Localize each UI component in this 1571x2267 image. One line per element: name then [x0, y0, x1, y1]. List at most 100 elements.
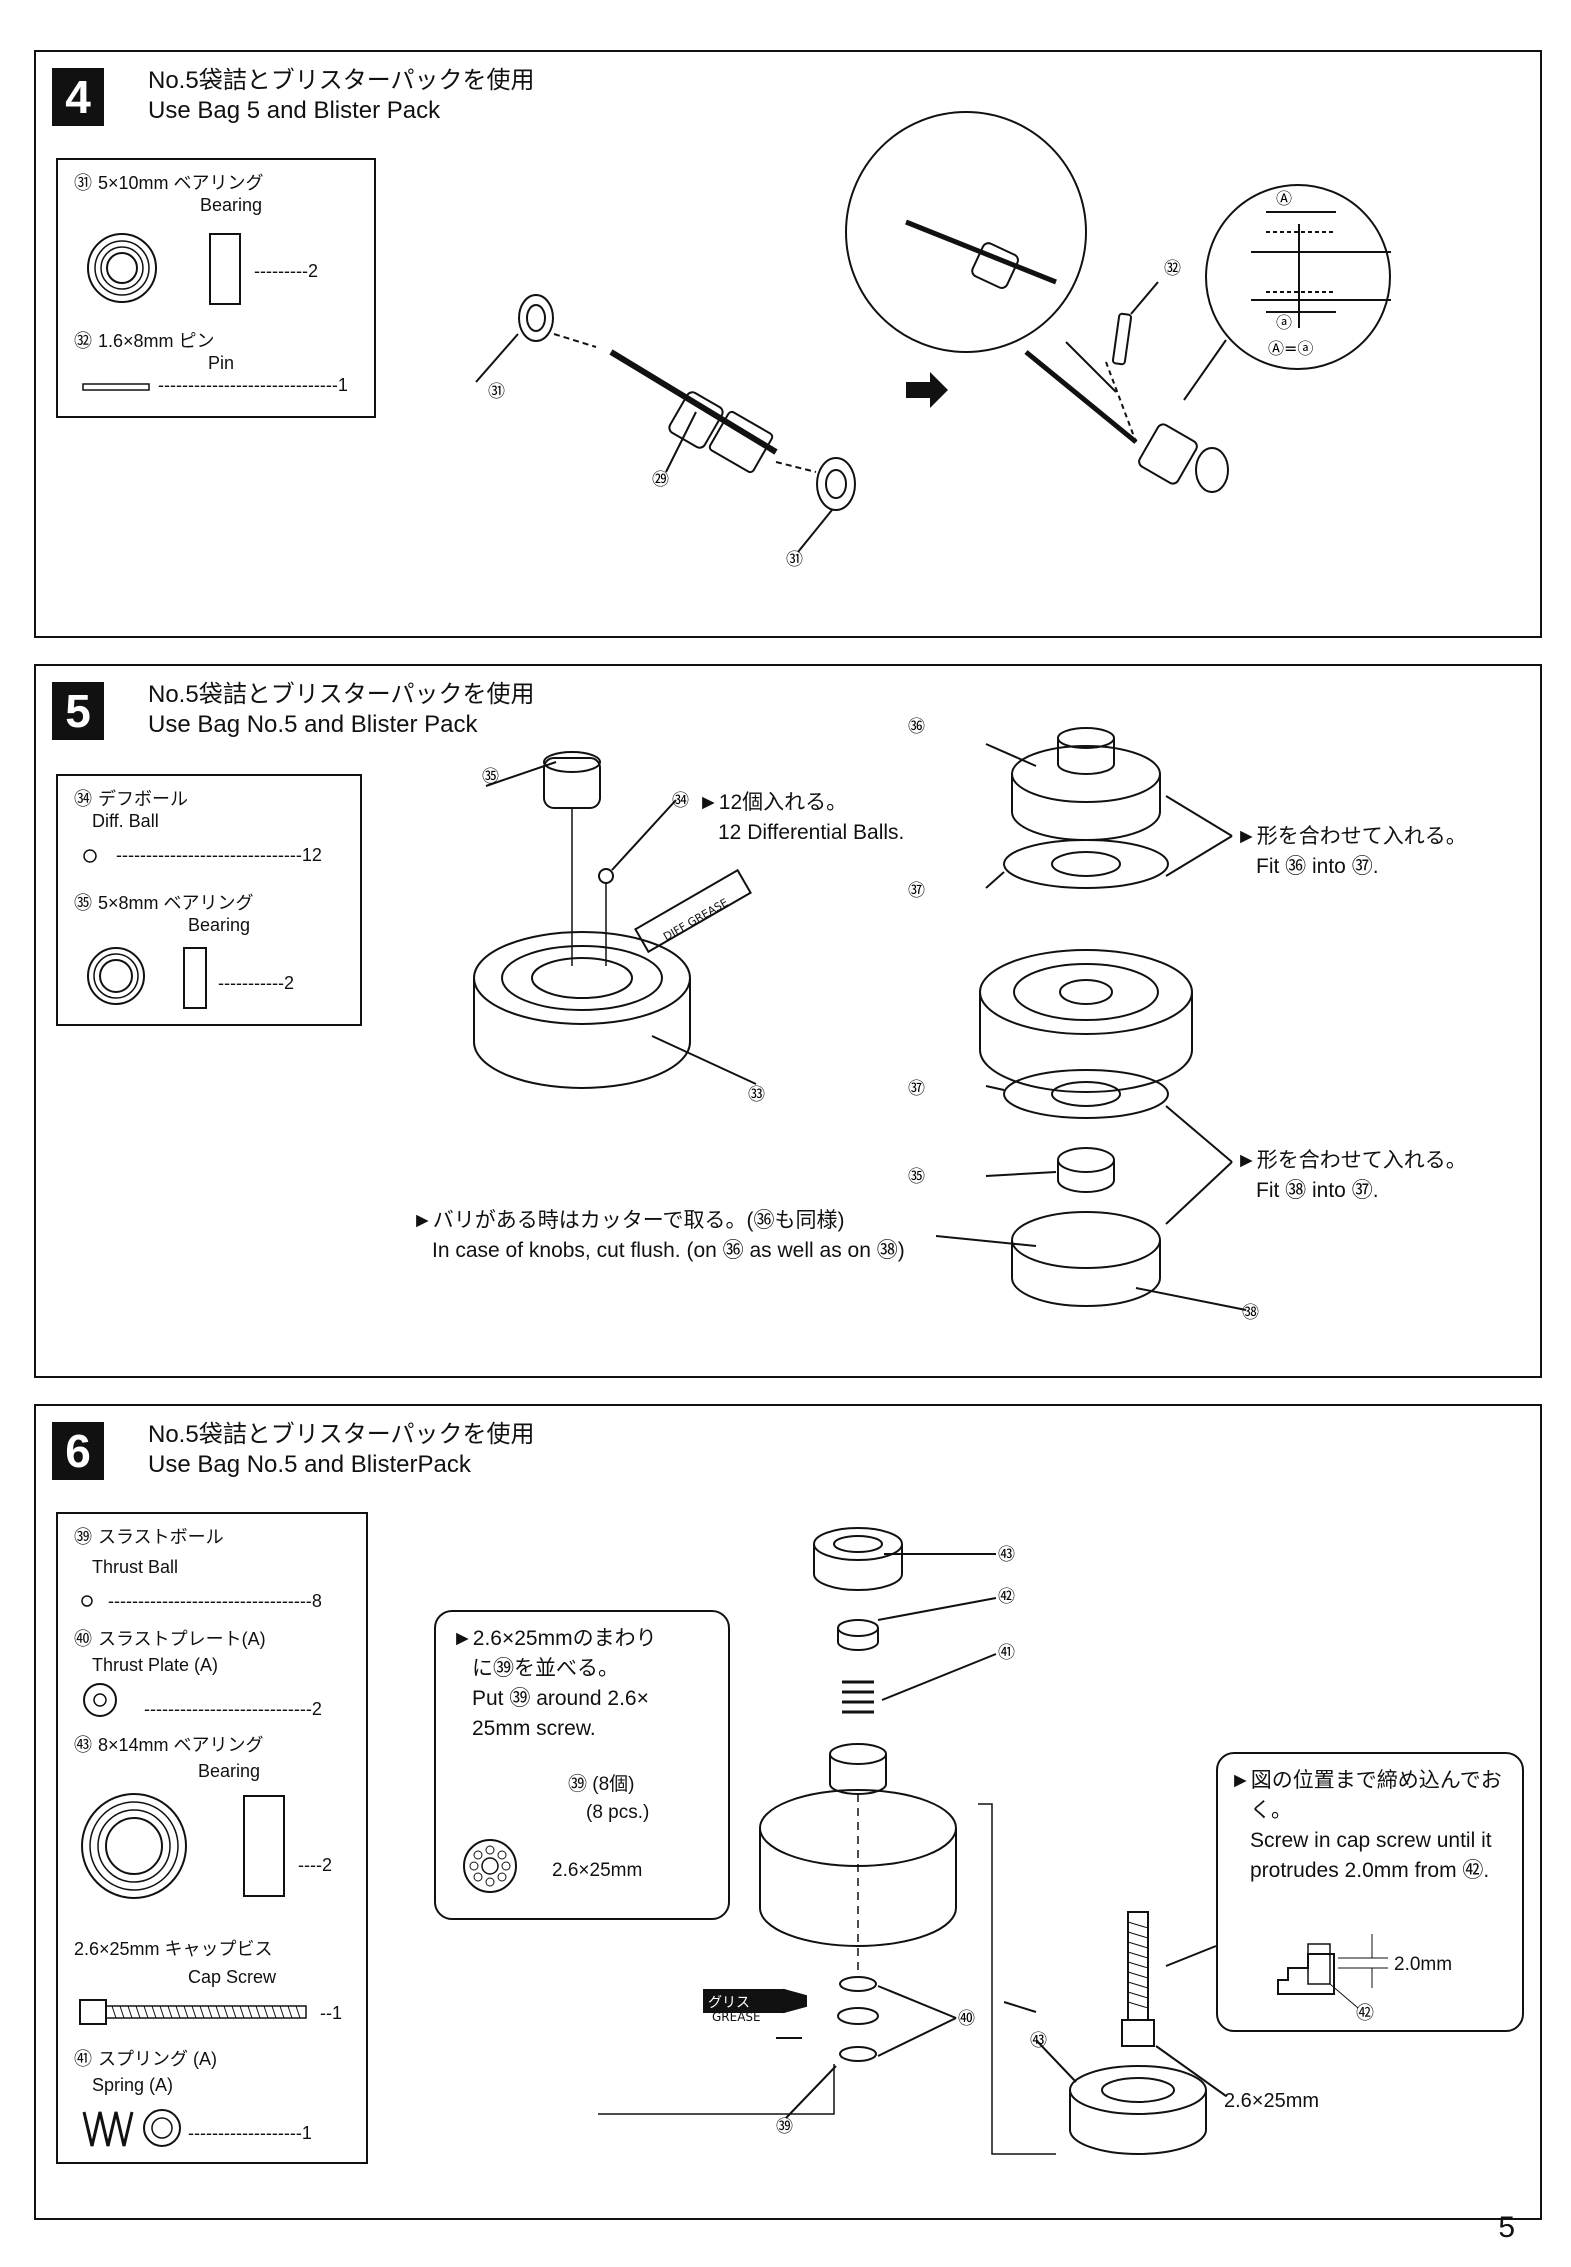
part-name-en: Bearing — [188, 915, 251, 935]
bubble-text: ►図の位置まで締め込んでお — [1230, 1769, 1502, 1792]
part-name-jp: スラストプレート(A) — [98, 1629, 266, 1649]
knob-note-en: In case of knobs, cut flush. (on ㊱ as we… — [432, 1239, 905, 1262]
callout-34: ㉞ — [672, 791, 689, 811]
title-jp: No.5袋詰とブリスターパックを使用 — [148, 67, 535, 94]
part-qty: ----------------------------------8 — [108, 1591, 322, 1611]
step-number: 6 — [52, 1422, 104, 1480]
grease-label-jp: グリス — [708, 1995, 750, 2011]
step-6-panel: 6 No.5袋詰とブリスターパックを使用 Use Bag No.5 and Bl… — [34, 1404, 1542, 2220]
callout-37: ㊲ — [908, 881, 925, 901]
callout-40: ㊵ — [958, 2009, 975, 2029]
thrust-plate-icon — [83, 1683, 117, 1717]
part-name-en: Diff. Ball — [92, 811, 159, 831]
bubble-text: protrudes 2.0mm from ㊷. — [1250, 1859, 1490, 1882]
part-name-jp: スラストボール — [98, 1527, 224, 1547]
fit-note-1-jp: ►形を合わせて入れる。 — [1236, 825, 1467, 848]
part-name-jp: 8×14mm ベアリング — [98, 1735, 264, 1755]
part-qty: -----------2 — [218, 973, 294, 993]
bubble-text: Put ㊴ around 2.6× — [472, 1687, 649, 1710]
ball-icon — [83, 849, 97, 863]
note-balls-en: 12 Differential Balls. — [718, 821, 905, 844]
note-balls-jp: ►12個入れる。 — [698, 791, 848, 814]
part-qty: -------------------1 — [188, 2123, 312, 2143]
screw-size-label: 2.6×25mm — [1224, 2090, 1320, 2112]
title-jp: No.5袋詰とブリスターパックを使用 — [148, 681, 535, 708]
bubble-text: 25mm screw. — [472, 1717, 596, 1740]
dim-A: Ⓐ — [1276, 189, 1292, 208]
part-name-en: Spring (A) — [92, 2075, 174, 2095]
part-name-en: Cap Screw — [188, 1967, 277, 1987]
bubble-text: に㊴を並べる。 — [472, 1657, 619, 1680]
callout-38: ㊳ — [1242, 1303, 1259, 1323]
ball-ring-icon — [463, 1839, 517, 1893]
grease-label-en: GREASE — [712, 2010, 761, 2024]
step-number: 5 — [52, 682, 104, 740]
fit-note-2-en: Fit ㊳ into ㊲. — [1256, 1179, 1379, 1202]
step-4-panel: 4 No.5袋詰とブリスターパックを使用 Use Bag 5 and Blist… — [34, 50, 1542, 638]
parts-list: ㉛ 5×10mm ベアリング Bearing ---------2 ㉜ 1.6×… — [56, 158, 376, 418]
part-ref: ㉜ — [74, 331, 92, 351]
part-ref: ㉛ — [74, 173, 92, 193]
callout-39: ㊴ — [776, 2117, 793, 2137]
title-jp: No.5袋詰とブリスターパックを使用 — [148, 1421, 535, 1448]
callout-31: ㉛ — [488, 382, 505, 402]
callout-29: ㉙ — [652, 470, 669, 490]
part-name-jp: 5×8mm ベアリング — [98, 893, 254, 913]
bubble-screw: 2.6×25mm — [552, 1860, 643, 1881]
part-qty: ------------------------------1 — [158, 375, 348, 395]
part-name-jp: 1.6×8mm ピン — [98, 331, 215, 351]
bearing-side-icon — [209, 233, 241, 305]
pin-icon — [82, 383, 150, 391]
part-qty: --1 — [320, 2003, 343, 2023]
bearing-icon — [81, 1793, 187, 1899]
part-name-jp: デフボール — [98, 789, 188, 809]
bearing-icon — [87, 233, 157, 303]
bubble-text: ►2.6×25mmのまわり — [452, 1627, 657, 1650]
part-name-jp: スプリング (A) — [98, 2049, 217, 2069]
step-number: 4 — [52, 68, 104, 126]
part-name-en: Pin — [208, 353, 235, 373]
step-title: No.5袋詰とブリスターパックを使用 Use Bag No.5 and Blis… — [148, 680, 534, 740]
callout-42: ㊷ — [1356, 2003, 1374, 2023]
part-ref: ㊵ — [74, 1629, 92, 1649]
diff-housing-drawing: グリス GREASE ㊸ ㊷ ㊶ ㊵ ㊴ ㊸ — [598, 1527, 1227, 2155]
page-number: 5 — [1498, 2211, 1515, 2244]
title-en: Use Bag No.5 and BlisterPack — [148, 1451, 471, 1478]
callout-43: ㊸ — [998, 1545, 1015, 1565]
callout-32: ㉜ — [1164, 259, 1181, 279]
fit-note-2-jp: ►形を合わせて入れる。 — [1236, 1149, 1467, 1172]
bearing-icon — [87, 947, 145, 1005]
bubble-thrust-balls: ►2.6×25mmのまわり に㊴を並べる。 Put ㊴ around 2.6× … — [434, 1610, 730, 1920]
callout-37: ㊲ — [908, 1079, 925, 1099]
callout-36: ㊱ — [908, 717, 925, 737]
spring-icon — [82, 2109, 181, 2147]
callout-35: ㉟ — [908, 1167, 925, 1187]
title-en: Use Bag No.5 and Blister Pack — [148, 711, 478, 738]
fit-note-1-en: Fit ㊱ into ㊲. — [1256, 855, 1379, 878]
part-name-jp: 5×10mm ベアリング — [98, 173, 264, 193]
bubble-count-jp: ㊴ (8個) — [568, 1774, 635, 1795]
callout-42: ㊷ — [998, 1587, 1015, 1607]
step-5-panel: 5 No.5袋詰とブリスターパックを使用 Use Bag No.5 and Bl… — [34, 664, 1542, 1378]
step-title: No.5袋詰とブリスターパックを使用 Use Bag 5 and Blister… — [148, 66, 534, 126]
callout-43: ㊸ — [1030, 2031, 1047, 2051]
callout-31: ㉛ — [786, 550, 803, 570]
part-name-en: Bearing — [200, 195, 263, 215]
cap-screw-icon — [79, 1999, 307, 2025]
callout-33: ㉝ — [748, 1085, 765, 1105]
part-ref: ㉞ — [74, 789, 92, 809]
part-qty: ----2 — [298, 1855, 332, 1875]
bearing-side-icon — [183, 947, 207, 1009]
shaft-assembly-drawing: ㉛ ㉙ ㉛ ㉜ Ⓐ ⓐ Ⓐ=ⓐ — [475, 111, 1391, 570]
part-name-en: Bearing — [198, 1761, 261, 1781]
part-qty: -------------------------------12 — [116, 845, 322, 865]
part-ref: ㊸ — [74, 1735, 92, 1755]
ball-icon — [81, 1595, 93, 1607]
callout-41: ㊶ — [998, 1643, 1015, 1663]
part-name-en: Thrust Plate (A) — [92, 1655, 219, 1675]
part-qty: ---------2 — [254, 261, 318, 281]
differential-assembly-drawing: DIFF GREASE — [473, 717, 1259, 1323]
part-name-en: Thrust Ball — [92, 1557, 179, 1577]
step-title: No.5袋詰とブリスターパックを使用 Use Bag No.5 and Blis… — [148, 1420, 534, 1480]
knob-note-jp: ►バリがある時はカッターで取る。(㊱も同様) — [412, 1209, 845, 1232]
